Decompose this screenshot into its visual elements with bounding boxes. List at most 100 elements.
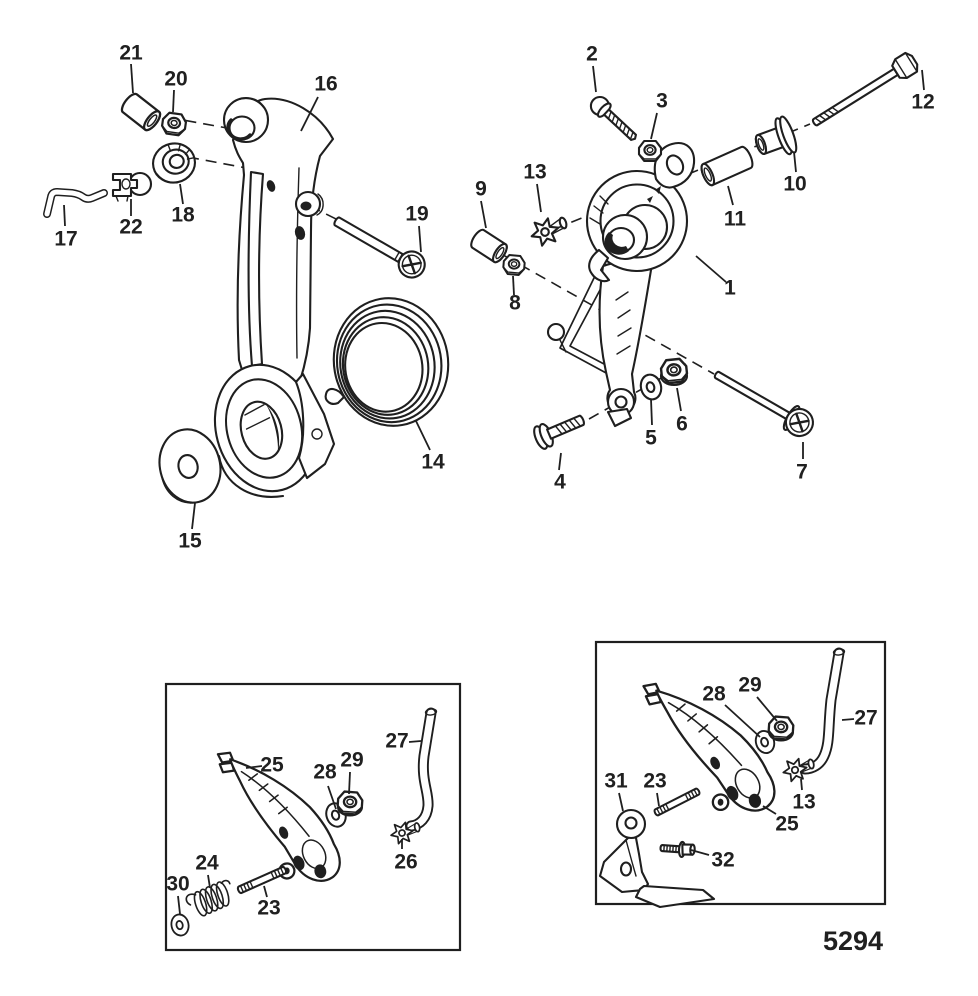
callout-label-31: 31 [604, 770, 628, 793]
part-19-screw [333, 216, 426, 279]
callout-label-4: 4 [554, 471, 566, 494]
callout-label-18: 18 [171, 204, 195, 227]
callout-leader-28 [724, 704, 761, 738]
callout-leader-5 [650, 398, 653, 426]
callout-leader-28 [327, 785, 337, 810]
callout-leader-11 [727, 185, 734, 206]
callout-leader-1 [695, 255, 727, 283]
part-30-washer [168, 911, 192, 939]
callout-leader-19 [418, 225, 422, 253]
callout-label-9: 9 [475, 178, 487, 201]
callout-label-1: 1 [724, 277, 736, 300]
callout-label-13: 13 [523, 161, 546, 184]
callout-leader-10 [793, 151, 797, 173]
callout-label-29: 29 [340, 749, 363, 772]
callout-leader-31 [618, 792, 624, 812]
callout-label-30: 30 [166, 873, 189, 896]
callout-label-25: 25 [260, 754, 284, 777]
callout-label-25: 25 [775, 813, 799, 836]
callout-label-12: 12 [911, 91, 934, 114]
callout-label-13: 13 [792, 791, 815, 814]
callout-leader-17 [63, 204, 66, 227]
callout-label-24: 24 [195, 852, 219, 875]
callout-leader-27 [408, 740, 422, 743]
callout-label-16: 16 [314, 73, 337, 96]
callout-leader-6 [676, 387, 682, 412]
throttle-lever-assembly [43, 90, 450, 504]
callout-label-17: 17 [54, 228, 77, 251]
callout-label-11: 11 [724, 208, 747, 231]
part-13-fitting [780, 754, 818, 784]
throttle-cam-assembly [467, 51, 919, 450]
lever-hub [213, 363, 319, 493]
callout-leader-21 [130, 63, 134, 94]
part-17-link-rod [43, 188, 108, 218]
part-6-flange-nut [659, 357, 689, 387]
callout-leader-13 [800, 778, 803, 791]
part-4-bolt [533, 414, 585, 450]
callout-leader-25 [762, 805, 777, 815]
part-29-flange-nut [767, 715, 795, 742]
part-21-bushing [117, 90, 165, 134]
callout-label-32: 32 [711, 849, 734, 872]
part-7-screw [713, 370, 814, 438]
part-13-star-fitting [526, 212, 572, 249]
callout-label-10: 10 [783, 173, 806, 196]
part-24-spring [185, 879, 231, 917]
part-1-cam-bracket [546, 142, 696, 428]
callout-label-8: 8 [509, 292, 521, 315]
callout-leader-14 [415, 420, 431, 451]
part-20-nut [159, 110, 189, 138]
callout-leader-23 [656, 792, 660, 807]
callout-label-28: 28 [702, 683, 726, 706]
detail-box-right [594, 640, 887, 909]
callout-leader-24 [207, 874, 211, 889]
callout-label-21: 21 [119, 42, 143, 65]
part-27-hose [405, 707, 438, 832]
callout-leader-27 [841, 718, 855, 721]
callout-leader-29 [756, 696, 778, 722]
callout-leader-4 [558, 452, 562, 471]
callout-leader-20 [172, 89, 175, 113]
part-31-bracket [598, 808, 716, 909]
callout-leader-13 [536, 183, 542, 213]
callout-label-27: 27 [854, 707, 877, 730]
callout-leader-32 [690, 849, 710, 856]
callout-label-22: 22 [119, 216, 142, 239]
callout-leader-12 [921, 69, 925, 91]
callout-label-23: 23 [257, 897, 280, 920]
part-29-flange-nut [336, 790, 364, 817]
callout-label-23: 23 [643, 770, 666, 793]
callout-label-2: 2 [586, 43, 598, 66]
callout-label-14: 14 [421, 451, 445, 474]
part-14-spring [324, 297, 450, 427]
part-22-retainer [111, 171, 153, 202]
callout-leader-23 [263, 885, 268, 898]
part-8-nut [501, 253, 527, 277]
callout-leader-30 [177, 895, 181, 915]
part-27-hose [799, 647, 846, 775]
callout-leader-8 [512, 275, 515, 296]
callout-leader-29 [348, 771, 351, 795]
part-12-bolt [811, 51, 919, 127]
callout-label-6: 6 [676, 413, 688, 436]
callout-label-29: 29 [738, 674, 761, 697]
callout-leader-16 [300, 96, 319, 132]
callout-label-15: 15 [178, 530, 202, 553]
detail-box-left [164, 682, 462, 952]
part-11-sleeve [700, 145, 754, 187]
callout-label-5: 5 [645, 427, 657, 450]
callout-label-3: 3 [656, 90, 668, 113]
callout-leader-3 [650, 112, 658, 140]
part-9-bushing [467, 226, 511, 266]
callout-leader-2 [592, 65, 597, 93]
callout-label-20: 20 [164, 68, 187, 91]
detail-box-right-frame [594, 640, 887, 906]
figure-number: 5294 [823, 926, 883, 956]
callout-leader-9 [480, 200, 487, 229]
part-15-washer [158, 428, 222, 504]
part-26-fitting [388, 818, 423, 846]
